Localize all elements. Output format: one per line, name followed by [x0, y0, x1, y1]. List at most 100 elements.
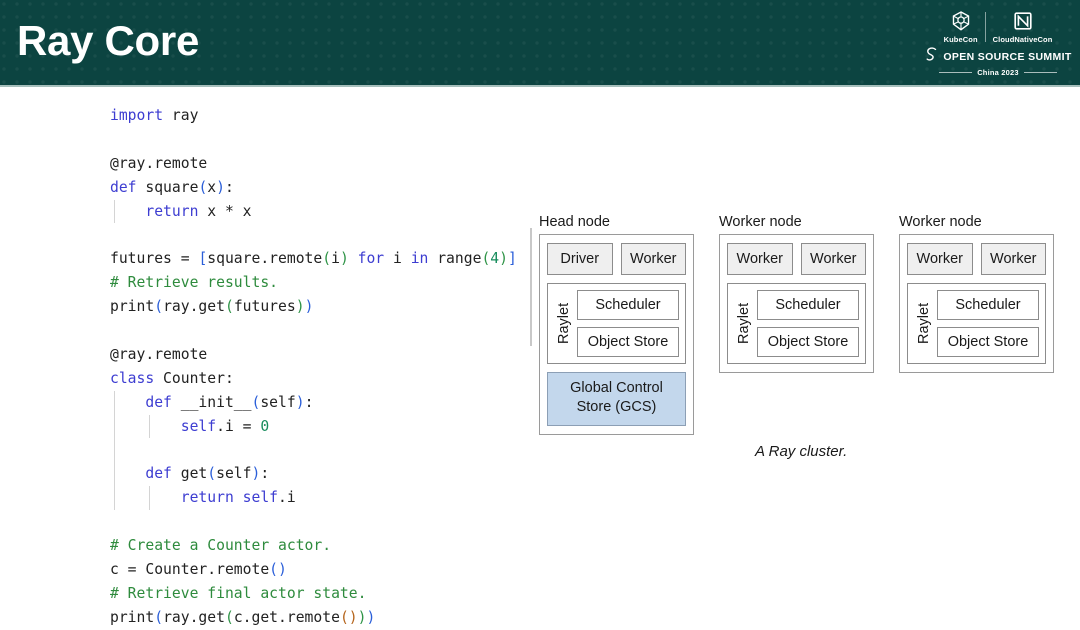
- logo-row-brands: KubeCon CloudNativeCon: [922, 2, 1074, 44]
- code-token: (: [198, 179, 207, 196]
- code-token: ): [340, 250, 349, 267]
- code-token: ): [305, 298, 314, 315]
- code-token: # Retrieve final actor state.: [110, 585, 366, 602]
- code-token: in: [411, 250, 429, 267]
- code-token: [349, 250, 358, 267]
- raylet-children: SchedulerObject Store: [937, 290, 1039, 357]
- logo-row-summit: OPEN SOURCE SUMMIT: [922, 48, 1074, 65]
- code-token: i: [331, 250, 340, 267]
- indent-guide: [114, 200, 115, 224]
- code-token: def: [110, 179, 137, 196]
- code-token: return: [145, 203, 198, 220]
- helm-wheel-icon: [950, 9, 972, 33]
- node-title: Worker node: [899, 214, 1054, 230]
- code-line: [110, 223, 530, 247]
- process-row: DriverWorker: [547, 243, 686, 275]
- indent-guide: [114, 391, 115, 415]
- code-token: for: [358, 250, 385, 267]
- code-token: def: [145, 394, 172, 411]
- node-title: Head node: [539, 214, 694, 230]
- code-token: .i =: [216, 418, 260, 435]
- code-token: self: [243, 489, 278, 506]
- raylet-component: Scheduler: [577, 290, 679, 320]
- global-control-store-box: Global ControlStore (GCS): [547, 372, 686, 426]
- code-token: [110, 394, 145, 411]
- code-token: .i: [278, 489, 296, 506]
- code-token: futures: [234, 298, 296, 315]
- code-token: :: [260, 465, 269, 482]
- code-line: [110, 510, 530, 534]
- gcs-line-1: Global Control: [550, 379, 683, 398]
- code-token: self: [260, 394, 295, 411]
- page-title: Ray Core: [17, 14, 199, 68]
- code-token: (: [154, 298, 163, 315]
- code-line: print(ray.get(c.get.remote())): [110, 606, 530, 630]
- code-token: (: [481, 250, 490, 267]
- code-scrollbar[interactable]: [530, 228, 532, 346]
- code-token: [110, 489, 181, 506]
- code-token: (: [225, 609, 234, 626]
- raylet-box: RayletSchedulerObject Store: [907, 283, 1046, 364]
- code-token: square.remote: [207, 250, 322, 267]
- code-token: ): [216, 179, 225, 196]
- kubecon-logo: KubeCon: [944, 9, 978, 44]
- cluster-node: Worker nodeWorkerWorkerRayletSchedulerOb…: [899, 214, 1054, 373]
- code-line: [110, 319, 530, 343]
- code-token: ray: [163, 107, 198, 124]
- code-line: [110, 128, 530, 152]
- cluster-node: Worker nodeWorkerWorkerRayletSchedulerOb…: [719, 214, 874, 373]
- header-underline: [0, 85, 1080, 87]
- rule-right: [1024, 72, 1057, 73]
- cluster-node: Head nodeDriverWorkerRayletSchedulerObje…: [539, 214, 694, 435]
- raylet-label: Raylet: [554, 290, 574, 357]
- code-token: ray.get: [163, 609, 225, 626]
- raylet-box: RayletSchedulerObject Store: [547, 283, 686, 364]
- code-token: futures =: [110, 250, 198, 267]
- indent-guide: [114, 415, 115, 439]
- code-token: 0: [260, 418, 269, 435]
- code-line: # Create a Counter actor.: [110, 534, 530, 558]
- raylet-component: Object Store: [577, 327, 679, 357]
- code-line: class Counter:: [110, 367, 530, 391]
- conference-logo-block: KubeCon CloudNativeCon OPEN SOURCE S: [922, 2, 1074, 84]
- code-line: def get(self):: [110, 462, 530, 486]
- code-token: ): [349, 609, 358, 626]
- code-token: ): [358, 609, 367, 626]
- code-line: def square(x):: [110, 176, 530, 200]
- code-token: self: [216, 465, 251, 482]
- code-line: return x * x: [110, 200, 530, 224]
- kubecon-label: KubeCon: [944, 35, 978, 44]
- process-box: Driver: [547, 243, 613, 275]
- code-token: print: [110, 609, 154, 626]
- code-token: :: [305, 394, 314, 411]
- code-token: square: [137, 179, 199, 196]
- code-token: [110, 418, 181, 435]
- code-token: (: [225, 298, 234, 315]
- summit-year-label: China 2023: [977, 68, 1019, 77]
- indent-guide: [149, 415, 150, 439]
- raylet-component: Object Store: [937, 327, 1039, 357]
- logo-divider: [985, 12, 986, 42]
- code-token: self: [181, 418, 216, 435]
- code-line: self.i = 0: [110, 415, 530, 439]
- code-token: ]: [508, 250, 517, 267]
- code-token: class: [110, 370, 154, 387]
- code-token: x: [207, 179, 216, 196]
- cloudnativecon-logo: CloudNativeCon: [993, 9, 1053, 44]
- slide-header: Ray Core KubeCon: [0, 0, 1080, 85]
- code-line: futures = [square.remote(i) for i in ran…: [110, 247, 530, 271]
- code-token: (: [322, 250, 331, 267]
- indent-guide: [149, 486, 150, 510]
- code-line: @ray.remote: [110, 343, 530, 367]
- process-box: Worker: [907, 243, 973, 275]
- process-box: Worker: [801, 243, 867, 275]
- square-diagonal-icon: [1012, 9, 1034, 33]
- code-token: get: [172, 465, 207, 482]
- raylet-component: Scheduler: [937, 290, 1039, 320]
- code-token: :: [225, 179, 234, 196]
- raylet-box: RayletSchedulerObject Store: [727, 283, 866, 364]
- code-line: import ray: [110, 104, 530, 128]
- code-token: [110, 203, 145, 220]
- code-block: import ray @ray.remotedef square(x): ret…: [110, 104, 530, 596]
- code-line: c = Counter.remote(): [110, 558, 530, 582]
